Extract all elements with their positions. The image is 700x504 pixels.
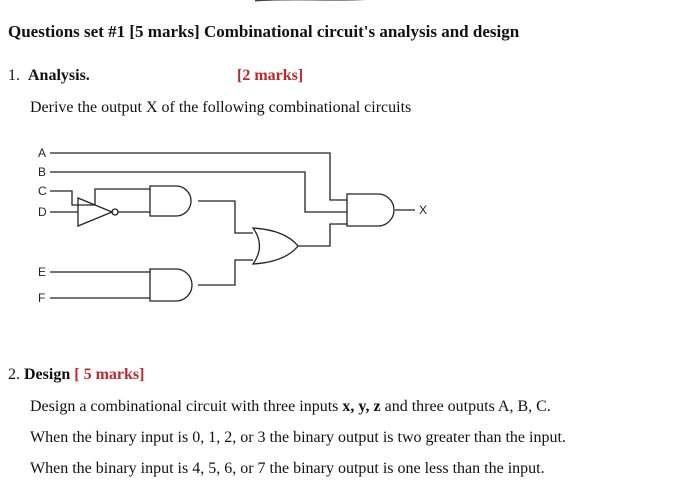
wire-c	[50, 188, 150, 206]
wire-b	[50, 171, 347, 213]
input-b-label: B	[38, 165, 46, 179]
not-gate	[77, 197, 114, 227]
question-2-line-2: When the binary input is 0, 1, 2, or 3 t…	[30, 429, 566, 446]
input-c-label: C	[38, 184, 47, 198]
or-gate	[251, 227, 299, 265]
input-a-label: A	[38, 146, 46, 160]
line-1-text-a: Design a combinational circuit with thre…	[30, 398, 343, 415]
wire-and3-out	[198, 259, 253, 286]
question-2-marks: [ 5 marks]	[74, 366, 145, 383]
output-x-label: X	[419, 203, 427, 217]
and-gate-1	[149, 185, 192, 217]
input-variables: x, y, z	[342, 398, 381, 415]
logic-circuit-diagram: A B C D E F X	[38, 146, 427, 305]
input-d-label: D	[38, 205, 47, 219]
line-1-text-b: and three outputs A, B, C.	[380, 398, 551, 415]
and-gate-2	[149, 268, 193, 302]
wire-or-out	[298, 223, 347, 247]
wire-a	[50, 152, 347, 201]
question-2-label: Design	[24, 366, 71, 383]
question-1-instruction: Derive the output X of the following com…	[30, 99, 412, 116]
question-2-line-1: Design a combinational circuit with thre…	[30, 398, 551, 416]
input-f-label: F	[38, 291, 45, 305]
and-gate-output	[346, 193, 395, 227]
question-1-heading: 1. Analysis.	[8, 67, 90, 85]
input-e-label: E	[38, 265, 46, 279]
question-2-number: 2.	[8, 366, 20, 383]
question-2-line-3: When the binary input is 4, 5, 6, or 7 t…	[30, 460, 545, 477]
page-title: Questions set #1 [5 marks] Combinational…	[8, 22, 520, 41]
question-1-marks: [2 marks]	[237, 67, 304, 84]
question-2-heading: 2. Design [ 5 marks]	[8, 366, 144, 384]
question-1-label: Analysis.	[28, 67, 90, 84]
not-gate-bubble	[111, 208, 119, 216]
question-1-number: 1.	[8, 67, 20, 84]
wire-and1-out	[198, 200, 253, 234]
